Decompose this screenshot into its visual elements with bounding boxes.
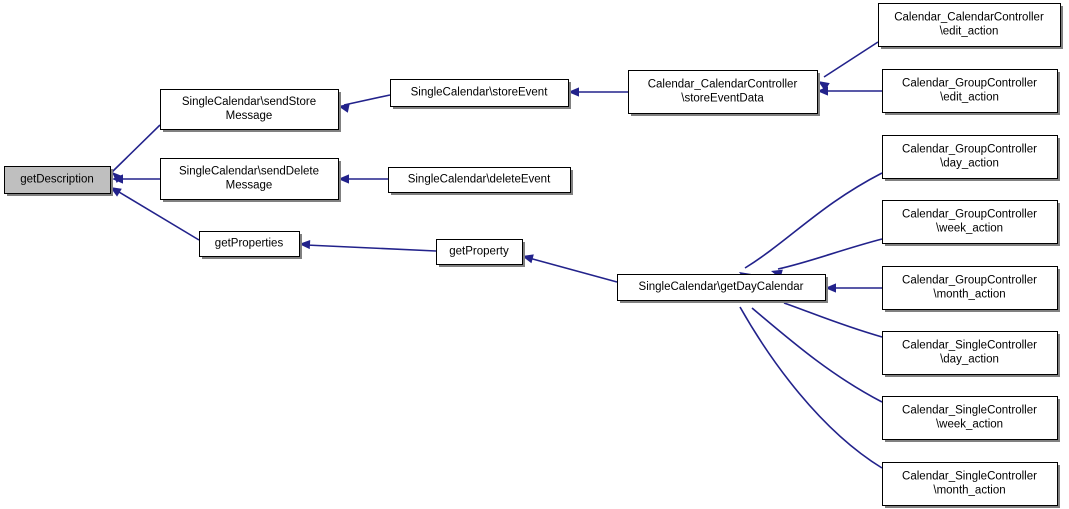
node-box[interactable] — [388, 167, 571, 193]
arrow-head-icon — [818, 81, 830, 91]
edge-line — [305, 244, 437, 252]
edge-line — [751, 307, 883, 403]
node-deleteEvent[interactable]: SingleCalendar\deleteEvent — [388, 167, 574, 196]
node-label: Calendar_GroupController — [902, 209, 1037, 221]
node-label: Calendar_SingleController — [902, 471, 1037, 483]
node-label: \storeEventData — [681, 93, 764, 105]
node-label: SingleCalendar\sendStore — [182, 96, 316, 108]
node-box[interactable] — [160, 89, 339, 130]
arrow-head-icon — [568, 87, 579, 97]
edge-getProperty-to-getProperties — [299, 239, 437, 252]
node-box[interactable] — [199, 231, 300, 257]
node-label: \day_action — [940, 354, 999, 366]
node-label: \day_action — [940, 158, 999, 170]
node-label: Calendar_GroupController — [902, 144, 1037, 156]
edge-getDayCalendar-to-getProperty — [522, 254, 618, 283]
node-singleController_day[interactable]: Calendar_SingleController \day_action — [882, 331, 1061, 378]
node-calendarController_edit[interactable]: Calendar_CalendarController \edit_action — [878, 3, 1064, 50]
node-groupController_month[interactable]: Calendar_GroupController \month_action — [882, 266, 1061, 313]
edge-line — [823, 41, 879, 78]
node-storeEventData[interactable]: Calendar_CalendarController \storeEventDa… — [628, 70, 821, 117]
edge-groupController_day-to-getDayCalendar — [739, 172, 883, 282]
node-label: Calendar_CalendarController — [648, 79, 798, 91]
edge-singleController_month-to-getDayCalendar — [737, 289, 883, 469]
edge-groupController_edit-to-storeEventData — [817, 86, 882, 96]
node-box[interactable] — [882, 69, 1058, 113]
node-box[interactable] — [390, 79, 569, 107]
edge-line — [111, 124, 161, 173]
node-label: \week_action — [936, 419, 1003, 431]
node-box[interactable] — [882, 396, 1058, 440]
node-groupController_week[interactable]: Calendar_GroupController \week_action — [882, 200, 1061, 247]
edge-line — [783, 302, 883, 338]
node-box[interactable] — [4, 166, 111, 194]
node-label: \week_action — [936, 223, 1003, 235]
node-label: Calendar_SingleController — [902, 340, 1037, 352]
node-label: \edit_action — [940, 92, 999, 104]
node-getDayCalendar[interactable]: SingleCalendar\getDayCalendar — [617, 274, 829, 304]
edge-groupController_month-to-getDayCalendar — [825, 283, 882, 293]
edge-line — [777, 238, 883, 270]
node-getProperties[interactable]: getProperties — [199, 231, 303, 260]
nodes-layer: getDescription SingleCalendar\sendStoreMe… — [4, 3, 1064, 509]
edge-storeEventData-to-storeEvent — [568, 87, 628, 97]
arrow-head-icon — [817, 86, 828, 96]
node-box[interactable] — [160, 158, 339, 200]
edge-storeEvent-to-sendStoreMessage — [338, 94, 391, 113]
node-box[interactable] — [628, 70, 818, 114]
edge-line — [744, 172, 883, 269]
node-storeEvent[interactable]: SingleCalendar\storeEvent — [390, 79, 572, 110]
node-label: Message — [226, 180, 273, 192]
node-label: Calendar_GroupController — [902, 78, 1037, 90]
node-label: Message — [226, 110, 273, 122]
node-label: SingleCalendar\deleteEvent — [408, 174, 551, 186]
edge-sendStoreMessage-to-getDescription — [111, 124, 161, 183]
edge-line — [739, 306, 883, 469]
node-label: \edit_action — [940, 26, 999, 38]
arrow-head-icon — [825, 283, 836, 293]
arrow-head-icon — [112, 174, 123, 184]
node-box[interactable] — [882, 200, 1058, 244]
edge-line — [528, 257, 618, 283]
edge-groupController_week-to-getDayCalendar — [771, 238, 883, 279]
edge-line — [113, 188, 200, 241]
edge-line — [343, 94, 391, 106]
node-box[interactable] — [436, 239, 523, 265]
arrow-head-icon — [299, 239, 311, 250]
node-groupController_edit[interactable]: Calendar_GroupController \edit_action — [882, 69, 1061, 116]
node-box[interactable] — [617, 274, 826, 301]
node-box[interactable] — [882, 462, 1058, 506]
node-label: Calendar_SingleController — [902, 405, 1037, 417]
node-label: SingleCalendar\sendDelete — [179, 166, 319, 178]
node-getProperty[interactable]: getProperty — [436, 239, 526, 268]
node-label: SingleCalendar\storeEvent — [411, 87, 549, 99]
node-box[interactable] — [882, 135, 1058, 179]
node-label: \month_action — [933, 289, 1005, 301]
node-getDescription[interactable]: getDescription — [4, 166, 114, 197]
node-box[interactable] — [882, 266, 1058, 310]
edge-sendDeleteMessage-to-getDescription — [112, 174, 160, 184]
node-label: SingleCalendar\getDayCalendar — [639, 281, 804, 293]
node-label: getProperties — [215, 238, 284, 250]
node-label: Calendar_CalendarController — [894, 12, 1044, 24]
node-singleController_month[interactable]: Calendar_SingleController \month_action — [882, 462, 1061, 509]
node-groupController_day[interactable]: Calendar_GroupController \day_action — [882, 135, 1061, 182]
node-label: getProperty — [449, 246, 509, 258]
edge-calendarController_edit-to-storeEventData — [818, 41, 879, 91]
edge-deleteEvent-to-sendDeleteMessage — [338, 174, 388, 184]
node-singleController_week[interactable]: Calendar_SingleController \week_action — [882, 396, 1061, 443]
node-label: \month_action — [933, 485, 1005, 497]
node-box[interactable] — [882, 331, 1058, 375]
node-label: getDescription — [20, 174, 94, 186]
node-box[interactable] — [878, 3, 1061, 47]
node-label: Calendar_GroupController — [902, 275, 1037, 287]
arrow-head-icon — [338, 174, 349, 184]
